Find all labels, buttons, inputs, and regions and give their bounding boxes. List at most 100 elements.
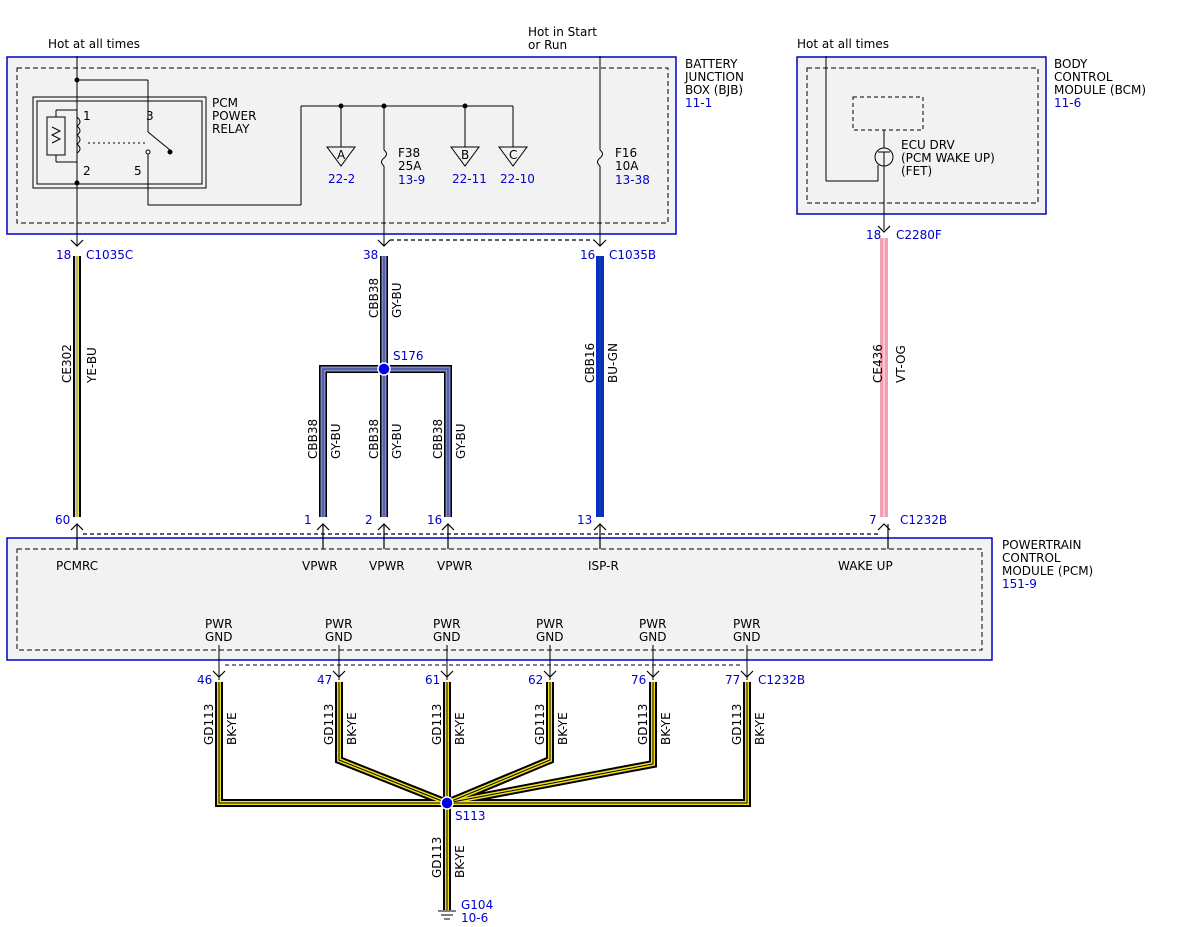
svg-text:BOX (BJB): BOX (BJB): [685, 83, 743, 97]
gd113-color-main: BK-YE: [453, 845, 467, 878]
ref-b-letter: B: [461, 148, 469, 162]
splice-s113-label: S113: [455, 809, 486, 823]
ground-harness[interactable]: [215, 682, 751, 910]
f38-label: F38: [398, 146, 420, 160]
gd113-color-77: BK-YE: [753, 712, 767, 745]
connector-c2280f-link[interactable]: C2280F: [896, 228, 942, 242]
ref-b-page-link[interactable]: 22-11: [452, 172, 487, 186]
wire-ce302[interactable]: [73, 256, 81, 517]
cbb38-circuit-16: CBB38: [431, 419, 445, 459]
splice-s113: [440, 796, 454, 810]
ground-g104-label: G104: [461, 898, 493, 912]
hot-at-all-times-bcm-label: Hot at all times: [797, 37, 889, 51]
cbb38-circuit-top: CBB38: [367, 278, 381, 318]
pwr-label-76: PWR: [639, 617, 666, 631]
svg-text:BODY: BODY: [1054, 57, 1088, 71]
bjb-internal-wiring: [74, 56, 603, 245]
gd113-circuit-77: GD113: [730, 704, 744, 745]
bcm-title: BODY CONTROL MODULE (BCM) 11-6: [1054, 57, 1146, 110]
gnd-pin-47: 47: [317, 673, 332, 687]
connector-c1035c-link[interactable]: C1035C: [86, 248, 133, 262]
signal-vpwr-2: VPWR: [369, 559, 405, 573]
pin-16: 16: [427, 513, 442, 527]
pwr-label-46: PWR: [205, 617, 232, 631]
gd113-circuit-61: GD113: [430, 704, 444, 745]
top-pin-labels: 18 C1035C 38 16 C1035B 18 C2280F: [56, 228, 942, 262]
ref-triangles-labels: A B C 22-2 22-11 22-10: [328, 148, 535, 186]
top-connectors: [70, 225, 891, 247]
pwr-label-61: PWR: [433, 617, 460, 631]
signal-vpwr-1: VPWR: [302, 559, 338, 573]
splice-s176-label: S176: [393, 349, 424, 363]
cbb38-color-2: GY-BU: [390, 423, 404, 459]
ce302-color: YE-BU: [85, 347, 99, 384]
wire-cbb38[interactable]: [319, 256, 452, 517]
bcm-ref-link[interactable]: 11-6: [1054, 96, 1081, 110]
ground-g104-ref-link[interactable]: 10-6: [461, 911, 488, 925]
connector-c1232b-top-link[interactable]: C1232B: [900, 513, 947, 527]
pcm-ref-link[interactable]: 151-9: [1002, 577, 1037, 591]
wire-labels: CE302 YE-BU CBB38 GY-BU CBB38 GY-BU CBB3…: [60, 278, 908, 459]
pin-18-ce302: 18: [56, 248, 71, 262]
f16-rating: 10A: [615, 159, 639, 173]
connector-c1232b-gnd-link[interactable]: C1232B: [758, 673, 805, 687]
gnd-label-62: GND: [536, 630, 564, 644]
svg-text:BATTERY: BATTERY: [685, 57, 738, 71]
ce436-color: VT-OG: [894, 345, 908, 383]
gd113-circuit-62: GD113: [533, 704, 547, 745]
svg-text:CONTROL: CONTROL: [1002, 551, 1061, 565]
f38-ref-link[interactable]: 13-9: [398, 173, 425, 187]
svg-text:MODULE (BCM): MODULE (BCM): [1054, 83, 1146, 97]
pin-7: 7: [869, 513, 877, 527]
connector-c1035b-link[interactable]: C1035B: [609, 248, 656, 262]
cbb38-circuit-1: CBB38: [306, 419, 320, 459]
wire-cbb16[interactable]: [596, 256, 604, 517]
hot-in-start-label: Hot in Start: [528, 25, 597, 39]
splice-s176: [377, 362, 391, 376]
gnd-pin-76: 76: [631, 673, 646, 687]
signal-pcmrc: PCMRC: [56, 559, 98, 573]
fuse-labels: F38 25A 13-9 F16 10A 13-38: [398, 146, 650, 187]
pcm-top-pin-labels: 60 1 2 16 13 7 C1232B: [55, 513, 947, 527]
gd113-circuit-main: GD113: [430, 837, 444, 878]
pin-18-ce436: 18: [866, 228, 881, 242]
gnd-pin-46: 46: [197, 673, 212, 687]
powertrain-control-module: [6, 537, 993, 661]
relay-pin-5: 5: [134, 164, 142, 178]
pcm-signal-labels: PCMRC VPWR VPWR VPWR ISP-R WAKE UP: [56, 559, 893, 573]
pin-60: 60: [55, 513, 70, 527]
gd113-color-46: BK-YE: [225, 712, 239, 745]
cbb38-color-top: GY-BU: [390, 282, 404, 318]
svg-text:RELAY: RELAY: [212, 122, 250, 136]
pin-1: 1: [304, 513, 312, 527]
pcm-title: POWERTRAIN CONTROL MODULE (PCM) 151-9: [1002, 538, 1093, 591]
cbb38-color-16: GY-BU: [454, 423, 468, 459]
signal-vpwr-16: VPWR: [437, 559, 473, 573]
signal-wake-up: WAKE UP: [838, 559, 893, 573]
svg-text:(PCM WAKE UP): (PCM WAKE UP): [901, 151, 995, 165]
pwr-label-47: PWR: [325, 617, 352, 631]
pin-16-cbb16: 16: [580, 248, 595, 262]
gnd-pin-77: 77: [725, 673, 740, 687]
cbb38-circuit-2: CBB38: [367, 419, 381, 459]
svg-text:JUNCTION: JUNCTION: [684, 70, 744, 84]
relay-pin-2: 2: [83, 164, 91, 178]
ref-a-page-link[interactable]: 22-2: [328, 172, 355, 186]
svg-text:POWERTRAIN: POWERTRAIN: [1002, 538, 1082, 552]
ref-c-letter: C: [509, 148, 517, 162]
cbb16-circuit: CBB16: [583, 343, 597, 383]
pin-38: 38: [363, 248, 378, 262]
ref-a-letter: A: [337, 148, 346, 162]
bjb-ref-link[interactable]: 11-1: [685, 96, 712, 110]
gnd-label-46: GND: [205, 630, 233, 644]
or-run-label: or Run: [528, 38, 567, 52]
ref-c-page-link[interactable]: 22-10: [500, 172, 535, 186]
f16-ref-link[interactable]: 13-38: [615, 173, 650, 187]
signal-isp-r: ISP-R: [588, 559, 619, 573]
pin-13: 13: [577, 513, 592, 527]
ecu-driver-label: ECU DRV (PCM WAKE UP) (FET): [901, 138, 995, 178]
gd113-color-76: BK-YE: [659, 712, 673, 745]
wire-ce436[interactable]: [880, 238, 888, 517]
